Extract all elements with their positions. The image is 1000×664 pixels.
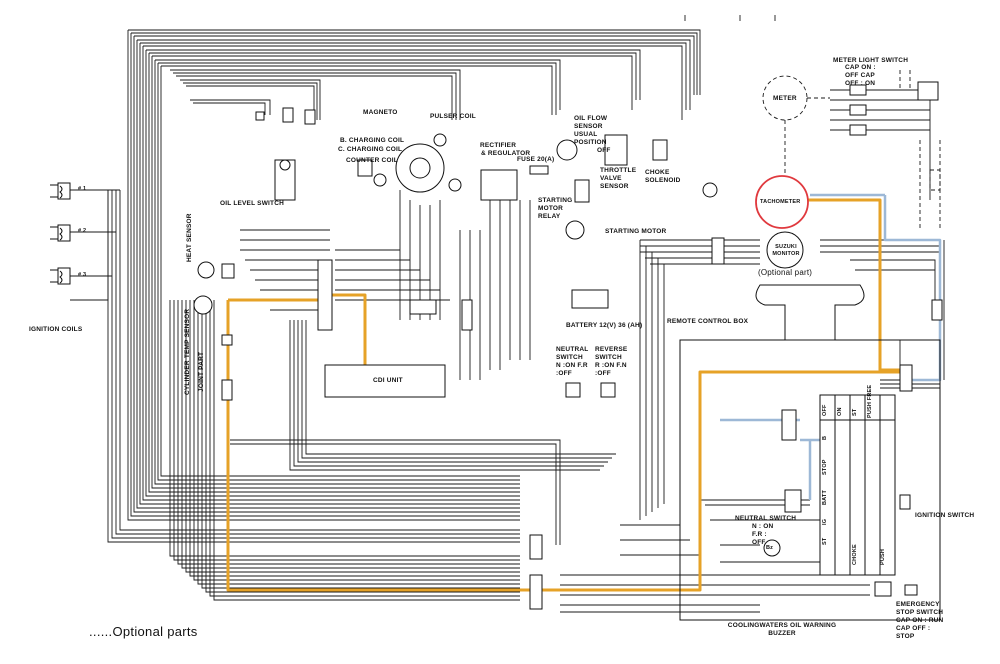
orange-wire-tach [808,198,910,372]
label-choke-solenoid: CHOKE SOLENOID [645,169,681,184]
label-cdi-unit: CDI UNIT [373,377,403,384]
label-regulator: & REGULATOR [481,150,531,157]
table-header-push-free: PUSH FREE [867,384,873,418]
optional-wiring [762,70,941,230]
label-reverse-switch: REVERSE SWITCH [595,346,628,361]
starting-motor-relay [574,179,590,203]
label-magneto: MAGNETO [363,109,398,116]
label-meter-light-switch: METER LIGHT SWITCH [833,57,909,64]
table-header-st-2: ST [822,537,828,545]
neutral-switch-symbol [565,382,581,398]
label-neutral-states: N :ON F.R :OFF [556,362,588,377]
label-emergency-states: CAP ON : RUN CAP OFF : STOP [896,617,944,640]
ignition-coil-1 [50,182,71,200]
label-oil-level-switch: OIL LEVEL SWITCH [220,200,284,207]
cdi-unit-box [324,364,446,398]
label-neutral-switch: NEUTRAL SWITCH [556,346,589,361]
table-header-choke: CHOKE [852,544,858,565]
label-rectifier: RECTIFIER [480,142,517,149]
label-throttle-valve-sensor: THROTTLE VALVE SENSOR [600,167,637,190]
orange-wire-left [226,300,528,592]
label-emergency-stop-switch: EMERGENCY STOP SWITCH [896,601,944,616]
label-fuse: FUSE 20(A) [517,156,555,163]
orange-wire-remote [528,370,905,592]
buzzer [763,539,781,557]
oil-flow-sensor [556,139,578,161]
emergency-stop-symbol [874,581,892,597]
table-header-st: ST [852,408,858,416]
choke-solenoid [652,139,668,161]
reverse-switch-symbol [600,382,616,398]
heat-sensor [197,261,215,279]
label-cooling-buzzer: COOLINGWATERS OIL WARNING BUZZER [727,622,837,637]
label-joint-part: JOINT PART [198,351,205,392]
components [50,81,943,621]
label-battery: BATTERY 12(V) 36 (AH) [566,322,643,329]
table-header-on: ON [837,407,843,416]
label-b-charging-coil: B. CHARGING COIL [340,137,405,144]
ignition-switch-table [819,394,896,576]
main-connector [317,259,333,331]
rectifier-regulator [480,169,518,201]
table-header-ig: IG [822,518,828,525]
label-counter-coil: COUNTER COIL [346,157,398,164]
label-neutral-switch-2: NEUTRAL SWITCH [735,515,797,522]
starting-motor [565,220,585,240]
cylinder-temp-sensor [193,295,213,315]
orange-wire-cdi [228,293,367,365]
label-tachometer: TACHOMETER [760,199,801,205]
blue-wire-right [883,195,942,382]
lower-bundle [169,300,616,601]
label-suzuki-monitor: SUZUKI MONITOR [772,244,800,257]
label-coil-3: # 3 [78,272,87,278]
label-oil-flow-sensor: OIL FLOW SENSOR [574,115,608,130]
label-coil-1: # 1 [78,186,87,192]
label-reverse-states: R :ON F.N :OFF [595,362,627,377]
throttle-valve-sensor [604,134,628,166]
label-usual-position: USUAL POSITION [574,131,607,146]
connector-2 [529,574,543,610]
tachometer-highlight-circle [755,175,809,229]
remote-control-box-outline [679,284,941,621]
fuse [529,165,549,175]
optional-parts-legend: ......Optional parts [89,624,198,639]
battery [571,289,609,309]
label-c-charging-coil: C. CHARGING COIL [338,146,403,153]
left-vertical-bundle [107,30,520,543]
ignition-coil-3 [50,267,71,285]
label-ignition-switch: IGNITION SWITCH [915,512,975,519]
table-header-b: B [822,435,828,440]
label-cylinder-temp-sensor: CYLINDER TEMP SENSOR [184,308,191,395]
table-header-stop: STOP [822,459,828,475]
meter-light-switch-symbol [917,81,939,101]
label-usual-off: OFF [597,147,611,154]
connector-1 [529,534,543,560]
label-remote-control-box: REMOTE CONTROL BOX [667,318,749,325]
label-starting-motor: STARTING MOTOR [605,228,667,235]
label-heat-sensor: HEAT SENSOR [186,213,193,262]
label-optional-part: (Optional part) [758,268,813,277]
ignition-switch-symbol [899,494,911,510]
label-coil-2: # 2 [78,228,87,234]
ignition-coil-2 [50,224,71,242]
label-push-col: PUSH [880,548,886,565]
label-starting-motor-relay: STARTING MOTOR RELAY [538,197,573,220]
label-meter-light-states: CAP ON : OFF CAP OFF : ON [845,64,876,87]
table-header-off: OFF [822,404,828,416]
top-harness-bundle [128,29,701,120]
label-meter: METER [773,95,797,102]
suzuki-monitor [766,231,804,269]
label-ignition-coils: IGNITION COILS [29,326,83,333]
label-neutral-states-2: N : ON F.R : OFF [752,523,774,546]
label-pulser-coil: PULSER COIL [430,113,476,120]
connector-remote [711,237,725,265]
table-header-batt: BATT [822,489,828,505]
label-buzzer-mark: Bz [766,545,774,551]
